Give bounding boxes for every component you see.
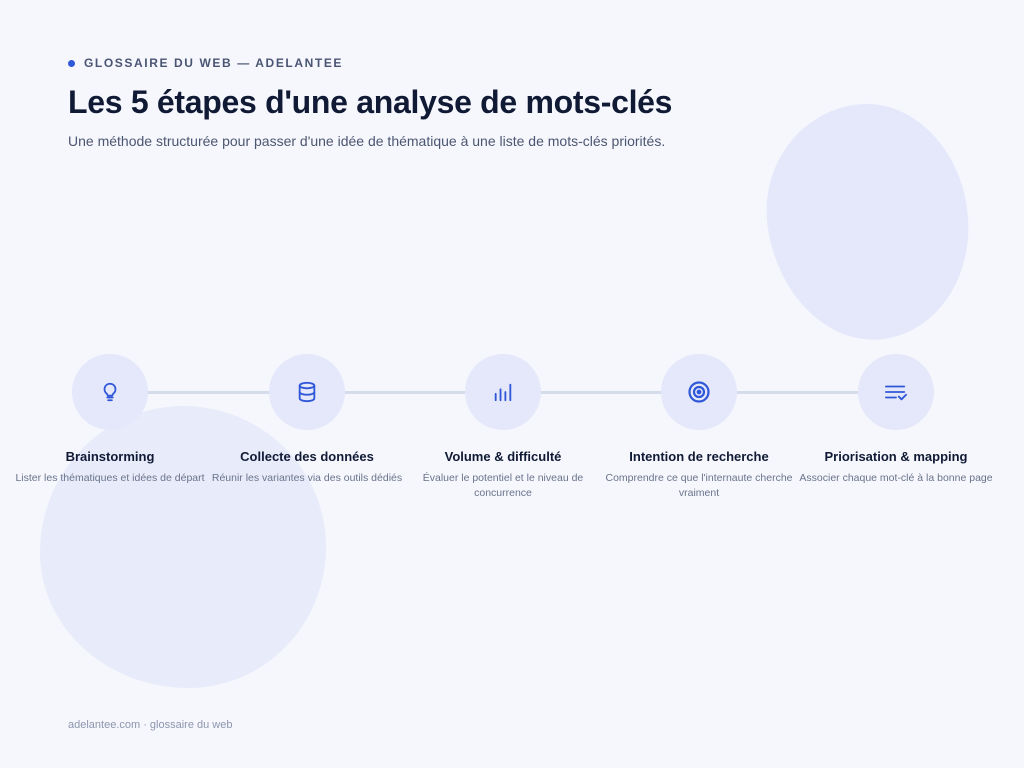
eyebrow-dot	[68, 59, 75, 67]
step-priorisation-mapping: Priorisation & mapping Associer chaque m…	[798, 354, 994, 486]
step-title: Collecte des données	[240, 449, 374, 464]
process-timeline: Brainstorming Lister les thématiques et …	[0, 354, 1024, 514]
database-icon	[296, 381, 318, 403]
decorative-blob-bottom	[40, 406, 326, 688]
step-description: Réunir les variantes via des outils dédi…	[211, 472, 403, 484]
eyebrow: GLOSSAIRE DU WEB — ADELANTEE	[68, 56, 343, 70]
step-description: Évaluer le potentiel et le niveau de con…	[422, 472, 584, 499]
step-icon-circle	[661, 354, 737, 430]
step-title: Priorisation & mapping	[824, 449, 968, 464]
step-collecte-des-donnees: Collecte des données Réunir les variante…	[209, 354, 405, 486]
step-description: Lister les thématiques et idées de dépar…	[15, 472, 205, 484]
step-brainstorming: Brainstorming Lister les thématiques et …	[12, 354, 208, 486]
step-icon-circle	[269, 354, 345, 430]
list-check-icon	[883, 381, 909, 403]
step-description: Comprendre ce que l'internaute cherche v…	[605, 472, 793, 499]
step-icon-circle	[465, 354, 541, 430]
footer-credit: adelantee.com · glossaire du web	[68, 719, 233, 731]
step-title: Intention de recherche	[629, 449, 769, 464]
step-intention-de-recherche: Intention de recherche Comprendre ce que…	[601, 354, 797, 501]
step-description: Associer chaque mot-clé à la bonne page	[799, 472, 993, 484]
eyebrow-label: GLOSSAIRE DU WEB — ADELANTEE	[84, 56, 344, 70]
step-title: Volume & difficulté	[444, 449, 562, 464]
target-icon	[687, 380, 711, 404]
step-title: Brainstorming	[65, 449, 155, 464]
step-icon-circle	[72, 354, 148, 430]
page-title: Les 5 étapes d'une analyse de mots-clés	[68, 84, 673, 120]
decorative-blob-top	[752, 91, 984, 353]
step-icon-circle	[858, 354, 934, 430]
page-subtitle: Une méthode structurée pour passer d'une…	[68, 133, 666, 149]
bar-chart-icon	[491, 381, 515, 403]
step-volume-difficulte: Volume & difficulté Évaluer le potentiel…	[405, 354, 601, 501]
lightbulb-icon	[99, 381, 121, 403]
